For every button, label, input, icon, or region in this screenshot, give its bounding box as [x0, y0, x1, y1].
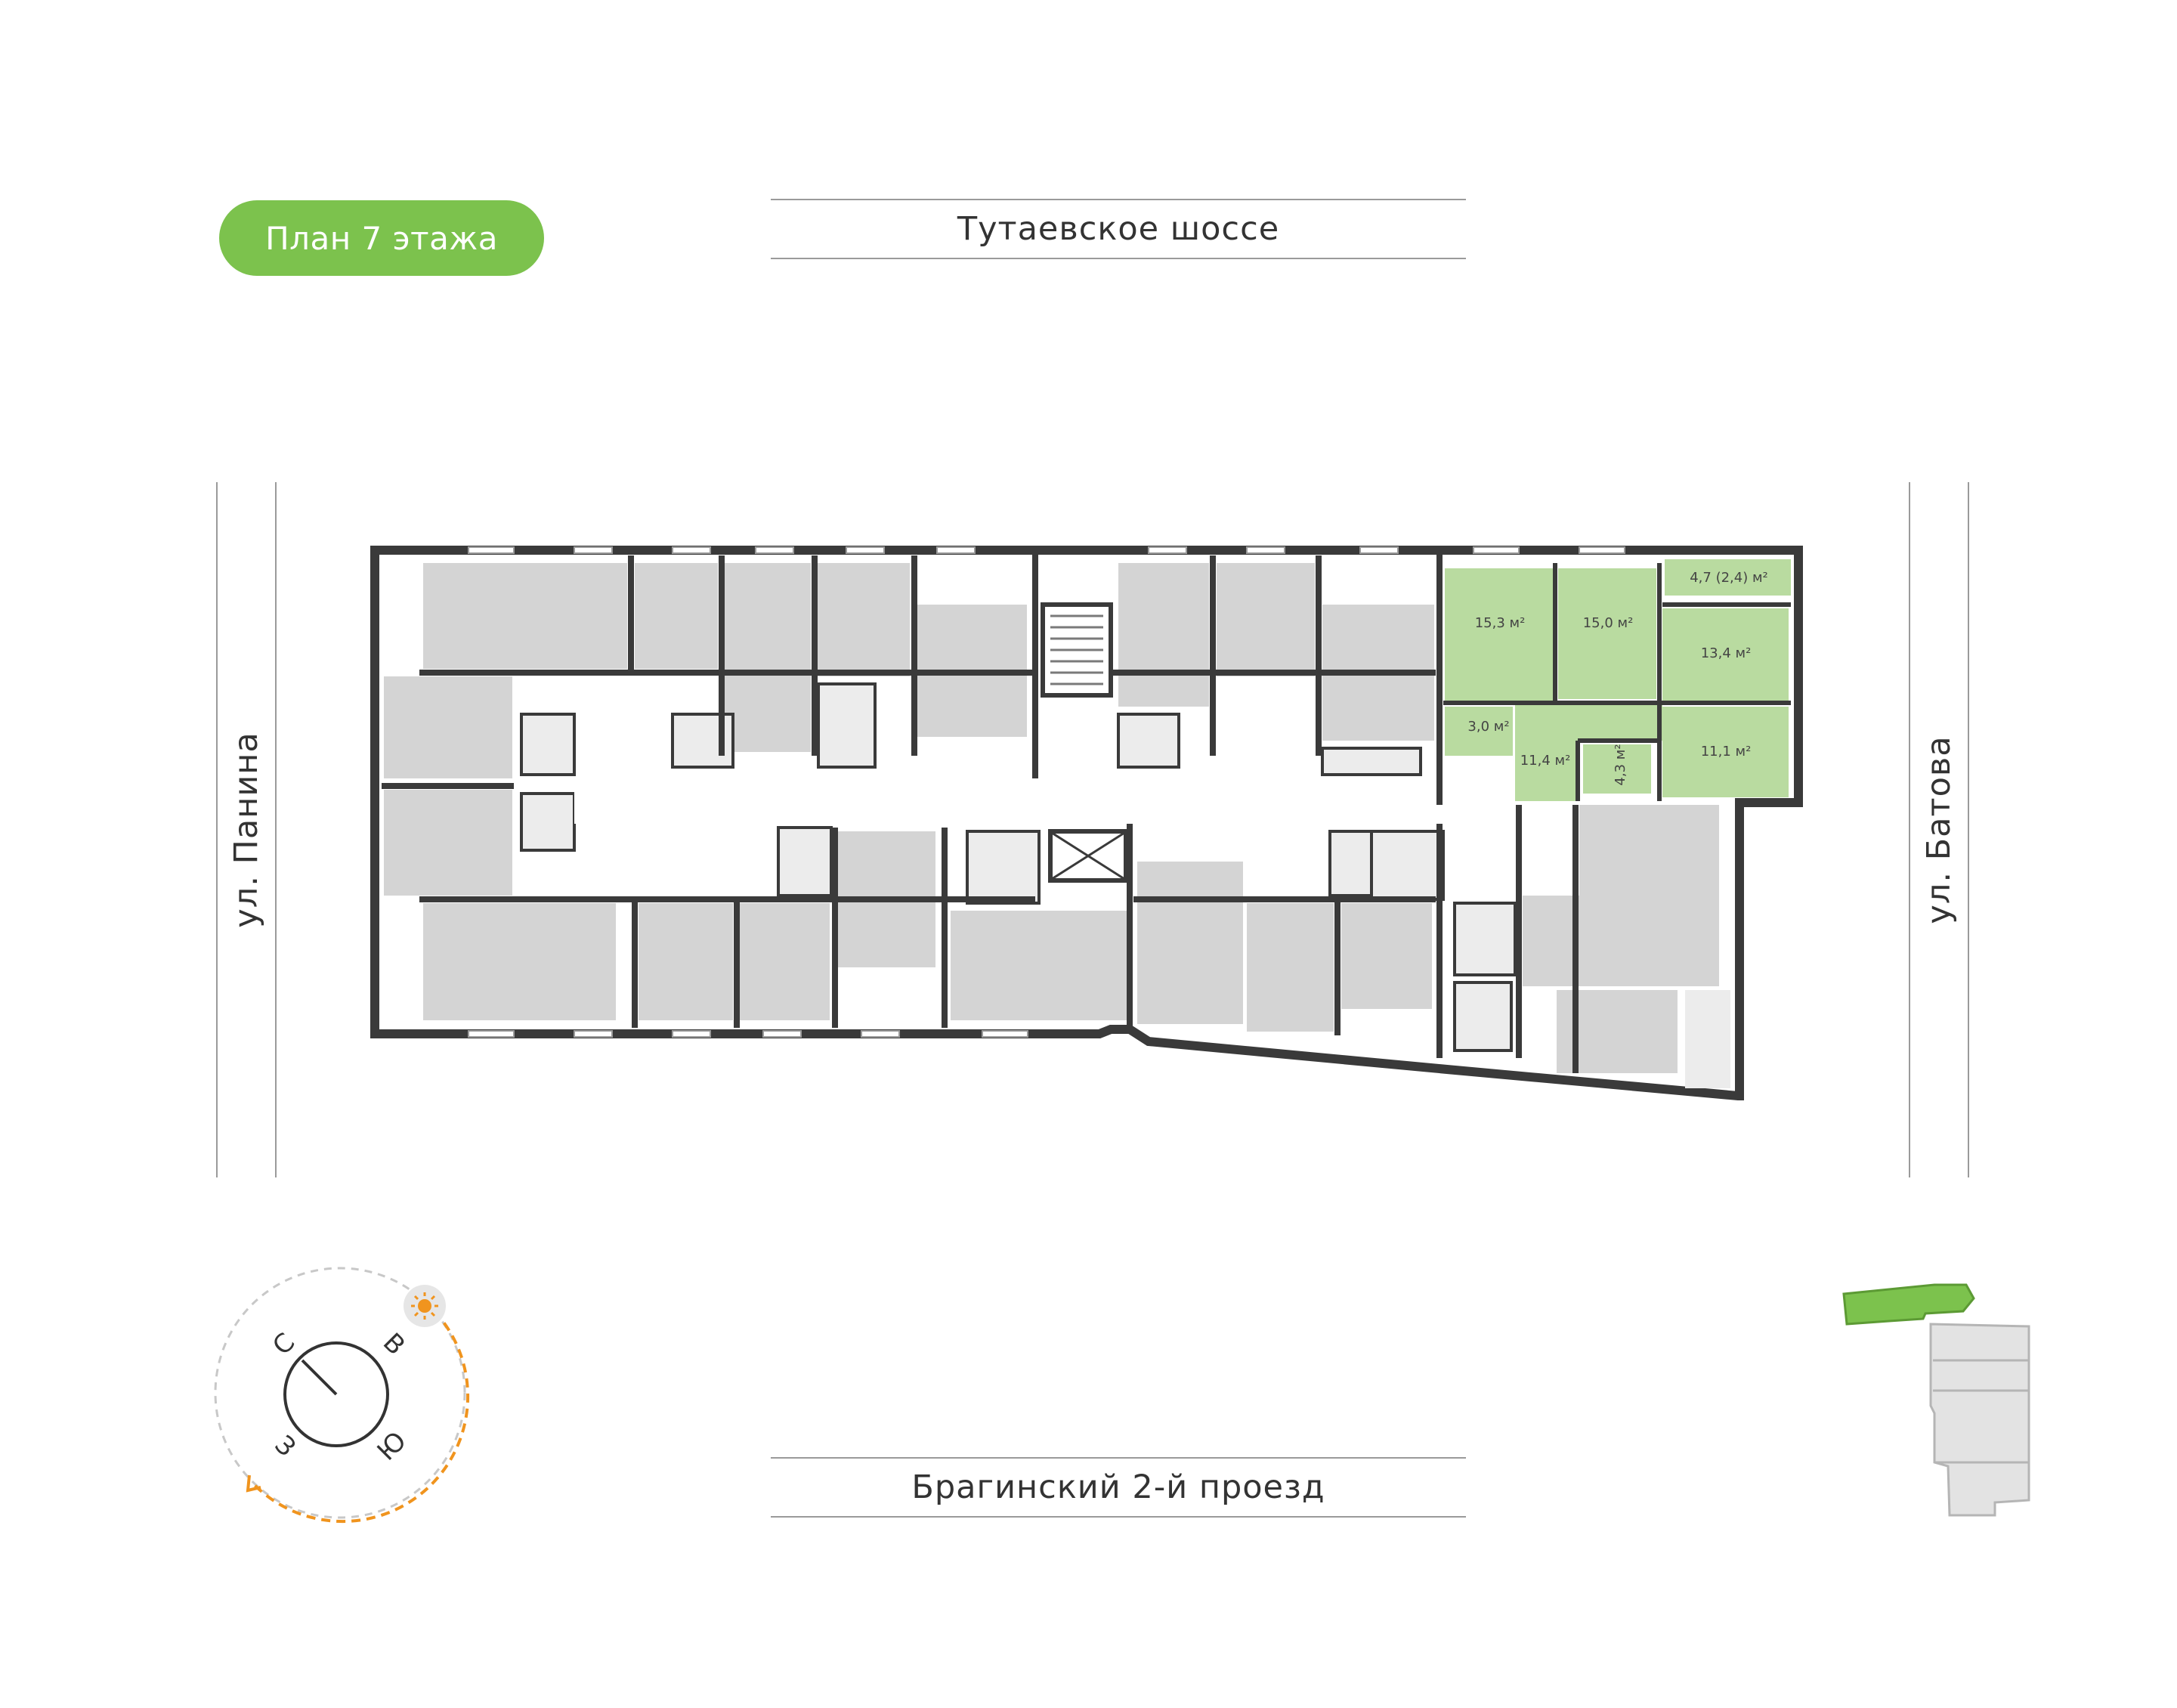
- sun-path-arc: [249, 1310, 470, 1524]
- bathroom: [1321, 747, 1422, 776]
- room: [384, 676, 512, 778]
- room: [951, 911, 1128, 1020]
- sun-rays: [411, 1292, 438, 1320]
- room: [423, 563, 627, 669]
- room: [1217, 563, 1315, 676]
- floor-title-badge: План 7 этажа: [219, 200, 544, 276]
- bathroom: [520, 713, 576, 776]
- apt-hall: [1515, 703, 1662, 801]
- bathroom: [777, 826, 833, 897]
- street-top-label: Тутаевское шоссе: [957, 210, 1280, 248]
- apt-balcony: [1665, 559, 1791, 596]
- bathroom: [966, 830, 1041, 905]
- room-label: 4,7 (2,4) м²: [1690, 570, 1768, 586]
- bathroom: [1453, 981, 1513, 1052]
- apt-room-5: [1583, 744, 1651, 794]
- room: [1118, 563, 1209, 707]
- corridor: [574, 778, 1511, 824]
- compass-needle: [301, 1359, 338, 1396]
- highlighted-apartment: [1445, 559, 1791, 801]
- room: [639, 903, 733, 1020]
- room: [724, 563, 811, 752]
- elevator-cross: [1051, 831, 1125, 880]
- sun-icon: [418, 1299, 431, 1313]
- room-label: 3,0 м²: [1467, 719, 1509, 735]
- bathroom: [1370, 830, 1445, 901]
- apt-room-6: [1662, 707, 1789, 797]
- apt-room-4: [1445, 707, 1513, 756]
- apt-room-3: [1662, 608, 1789, 703]
- room: [1523, 896, 1719, 986]
- arrow-icon: [246, 1474, 261, 1493]
- apt-room-2: [1558, 568, 1656, 699]
- floor-title: План 7 этажа: [265, 219, 498, 257]
- street-top: Тутаевское шоссе: [771, 199, 1466, 259]
- room-label: 13,4 м²: [1701, 645, 1752, 661]
- bathroom: [1453, 902, 1517, 976]
- room: [384, 790, 512, 896]
- street-bottom: Брагинский 2-й проезд: [771, 1457, 1466, 1518]
- room-label: 15,0 м²: [1583, 615, 1634, 631]
- bathroom: [520, 792, 576, 852]
- room: [1247, 903, 1334, 1032]
- bathroom: [1117, 713, 1180, 769]
- minimap-highlight: [1842, 1283, 1975, 1326]
- interior-walls: [382, 552, 1579, 1073]
- stair-steps: [1050, 614, 1103, 685]
- street-right: ул. Батова: [1909, 482, 1969, 1177]
- room-label: 11,4 м²: [1520, 753, 1571, 769]
- room: [1579, 805, 1719, 896]
- street-bottom-label: Брагинский 2-й проезд: [911, 1468, 1325, 1506]
- sun-path-circle: [214, 1267, 466, 1519]
- room: [818, 563, 910, 676]
- compass-east: В: [377, 1327, 411, 1361]
- compass-west: З: [268, 1430, 302, 1463]
- room-label: 4,3 м²: [1613, 744, 1628, 785]
- compass-south: Ю: [372, 1426, 413, 1467]
- room: [1341, 903, 1432, 1009]
- room-label: 11,1 м²: [1701, 744, 1752, 760]
- compass-north: С: [267, 1327, 301, 1361]
- street-left: ул. Панина: [216, 482, 277, 1177]
- site-minimap: [1842, 1283, 2030, 1517]
- windows: [468, 546, 1625, 1038]
- apartment-walls: [1443, 563, 1791, 801]
- room: [1685, 990, 1730, 1088]
- room: [739, 903, 830, 1020]
- minimap-building: [1929, 1323, 2030, 1517]
- room: [1137, 862, 1243, 1024]
- bathroom: [817, 682, 877, 769]
- apt-room-1: [1445, 568, 1553, 703]
- room-label: 15,3 м²: [1475, 615, 1526, 631]
- compass-circle: [283, 1341, 389, 1447]
- room: [423, 903, 616, 1020]
- room: [635, 563, 718, 669]
